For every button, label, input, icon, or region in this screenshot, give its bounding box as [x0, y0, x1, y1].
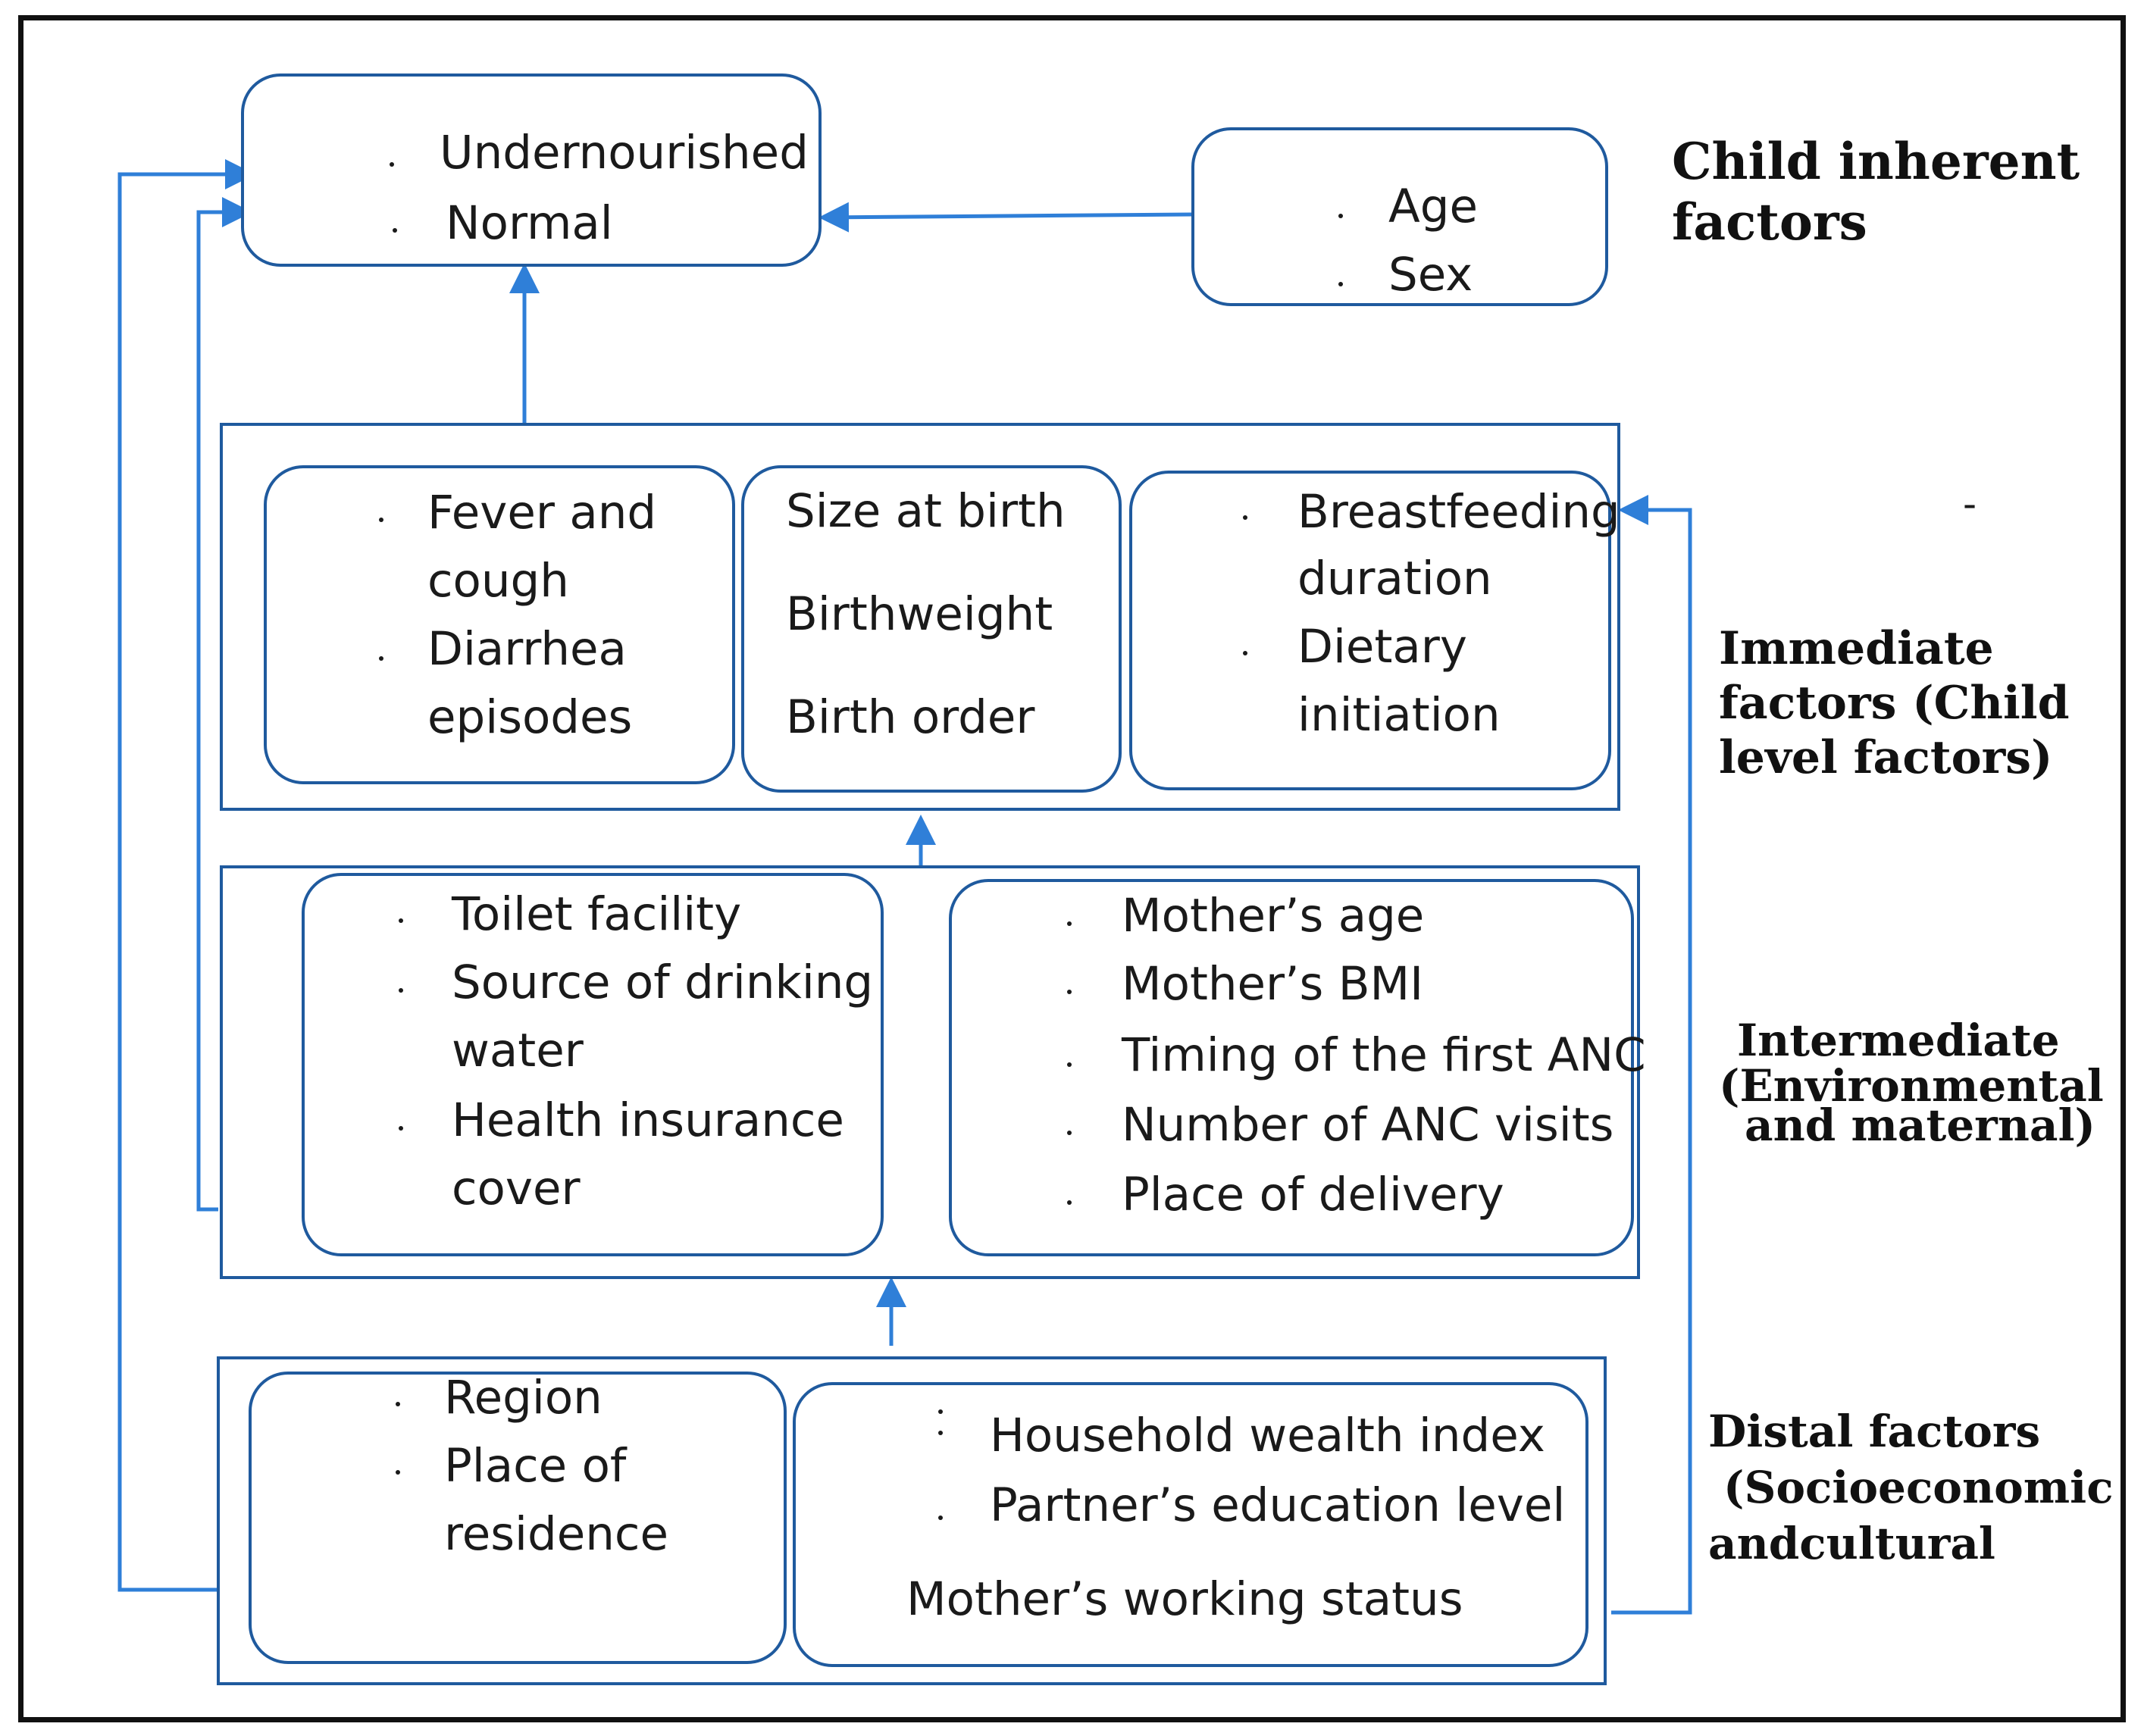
bullet-dot [1067, 1062, 1072, 1067]
maternal-bmi: Mother’s BMI [1122, 957, 1424, 1011]
distal-factors-group [217, 1356, 1607, 1685]
bullet-dot [938, 1431, 943, 1435]
bullet-dot [379, 656, 383, 661]
maternal-age: Mother’s age [1122, 889, 1425, 943]
env-insurance-1: Health insurance [452, 1093, 844, 1147]
distal-region: Region [444, 1371, 603, 1425]
distal-residence-2: residence [444, 1507, 668, 1561]
arrow-distal-to-outcome [117, 159, 255, 1592]
outcome-normal: Normal [446, 196, 613, 250]
illness-line-2: cough [427, 554, 569, 608]
bullet-dot [399, 918, 403, 923]
intermediate-environment-box: Toilet facility Source of drinking water… [302, 873, 884, 1256]
bullet-dot [396, 1402, 400, 1406]
feeding-line-3: Dietary [1297, 620, 1467, 674]
arrow-intermediate-to-outcome [196, 197, 252, 1212]
inherent-age: Age [1388, 180, 1478, 233]
bullet-dot [399, 1126, 403, 1131]
illness-line-3: Diarrhea [427, 622, 627, 676]
distal-residence-1: Place of [444, 1439, 627, 1493]
env-insurance-2: cover [452, 1162, 581, 1215]
bullet-dot [393, 228, 397, 233]
inherent-sex: Sex [1388, 248, 1473, 302]
bullet-dot [1067, 1131, 1072, 1135]
bullet-dot [1067, 921, 1072, 926]
distal-socioeconomic-box: Household wealth index Partner’s educati… [793, 1382, 1588, 1667]
child-inherent-box: Age Sex [1191, 127, 1608, 306]
feeding-line-4: initiation [1297, 688, 1501, 742]
bullet-dot [938, 1409, 943, 1414]
distal-partner-education: Partner’s education level [990, 1478, 1566, 1532]
immediate-illness-box: Fever and cough Diarrhea episodes [264, 465, 735, 784]
birth-size: Size at birth [786, 484, 1066, 538]
distal-label: Distal factors (Socioeconomic andcultura… [1708, 1406, 2114, 1569]
immediate-label: Immediate factors (Child level factors) [1719, 622, 2070, 784]
feeding-line-1: Breastfeeding [1297, 485, 1620, 539]
distal-region-box: Region Place of residence [249, 1372, 787, 1664]
maternal-delivery: Place of delivery [1122, 1168, 1504, 1221]
bullet-dot [1067, 990, 1072, 994]
bullet-dot [938, 1515, 943, 1520]
stray-dash: - [1963, 482, 1977, 526]
immediate-factors-group [220, 423, 1620, 811]
birth-weight: Birthweight [786, 587, 1053, 641]
child-inherent-label: Child inherent factors [1672, 132, 2080, 252]
birth-order: Birth order [786, 690, 1035, 744]
arrow-distal-to-immediate [1611, 495, 1692, 1615]
bullet-dot [1338, 282, 1343, 286]
env-toilet: Toilet facility [452, 887, 742, 941]
bullet-dot [1243, 515, 1247, 520]
illness-line-1: Fever and [427, 486, 657, 540]
immediate-feeding-box: Breastfeeding duration Dietary initiatio… [1129, 471, 1620, 790]
intermediate-maternal-box: Mother’s age Mother’s BMI Timing of the … [949, 879, 1646, 1256]
env-water-2: water [452, 1024, 584, 1078]
maternal-anc-visits: Number of ANC visits [1122, 1098, 1614, 1152]
bullet-dot [1338, 214, 1343, 218]
distal-working-status: Mother’s working status [906, 1572, 1463, 1626]
bullet-dot [396, 1470, 400, 1475]
distal-wealth: Household wealth index [990, 1409, 1545, 1462]
diagram-frame [18, 15, 2126, 1722]
bullet-dot [1067, 1200, 1072, 1205]
arrow-inherent-to-outcome [818, 202, 1192, 233]
intermediate-factors-group [220, 865, 1640, 1279]
bullet-dot [379, 518, 383, 522]
maternal-anc-timing: Timing of the first ANC [1122, 1028, 1646, 1082]
bullet-dot [1243, 651, 1247, 655]
immediate-birth-box: Size at birth Birthweight Birth order [741, 465, 1122, 793]
illness-line-4: episodes [427, 690, 633, 744]
outcome-undernourished: Undernourished [440, 126, 809, 180]
bullet-dot [390, 162, 394, 167]
feeding-line-2: duration [1297, 552, 1492, 605]
bullet-dot [399, 988, 403, 993]
outcome-box: Undernourished Normal [241, 74, 822, 267]
env-water-1: Source of drinking [452, 956, 874, 1009]
intermediate-label: Intermediate (Environmental and maternal… [1719, 1015, 2104, 1151]
